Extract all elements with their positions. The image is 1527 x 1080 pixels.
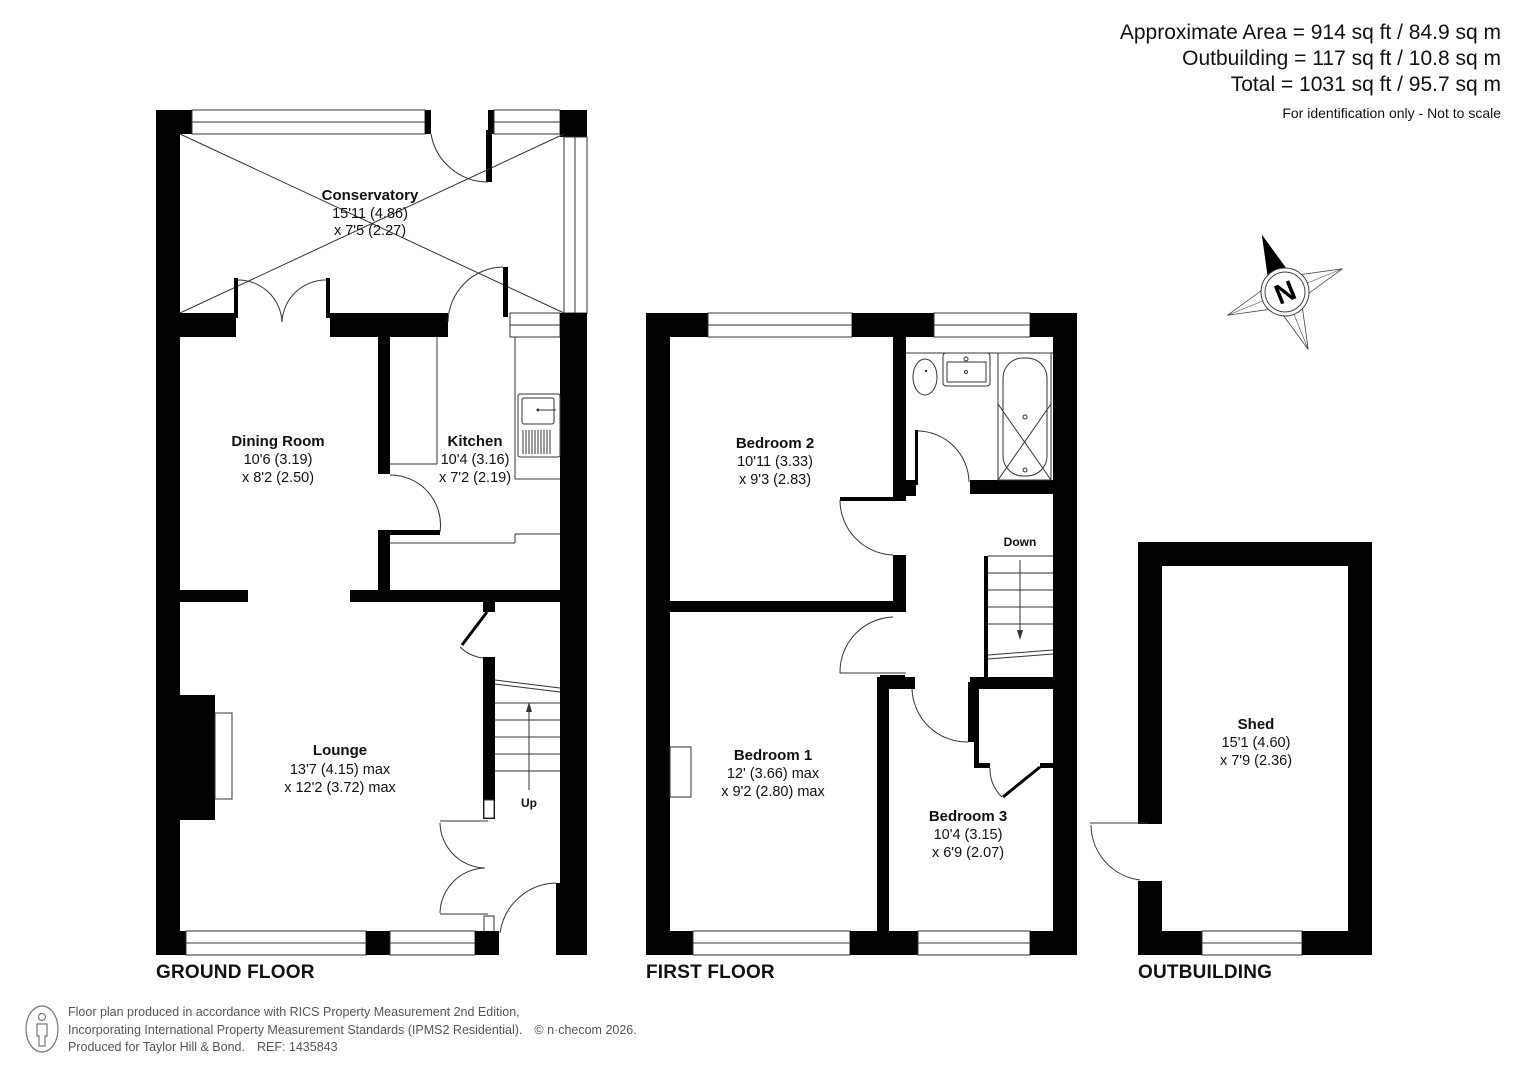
room-dimension: 12' (3.66) max: [727, 766, 820, 782]
room-kitchen: Kitchen 10'4 (3.16) x 7'2 (2.19): [439, 433, 511, 486]
room-name: Shed: [1238, 716, 1275, 733]
outbuilding-plan: Shed 15'1 (4.60) x 7'9 (2.36): [1090, 542, 1372, 956]
kitchen-sink-icon: [517, 393, 561, 458]
room-bedroom-3: Bedroom 3 10'4 (3.15) x 6'9 (2.07): [929, 808, 1007, 861]
first-floor-label: FIRST FLOOR: [646, 962, 775, 983]
room-dimension: 10'4 (3.16): [441, 452, 510, 468]
room-shed: Shed 15'1 (4.60) x 7'9 (2.36): [1220, 716, 1292, 769]
footer-rics-line: Floor plan produced in accordance with R…: [68, 1005, 520, 1019]
footer-produced-for: Produced for Taylor Hill & Bond.: [68, 1040, 245, 1054]
room-name: Bedroom 1: [734, 747, 812, 764]
room-name: Conservatory: [322, 187, 419, 204]
scale-disclaimer: For identification only - Not to scale: [1282, 105, 1501, 121]
ground-floor-label: GROUND FLOOR: [156, 962, 315, 983]
room-name: Kitchen: [447, 433, 502, 450]
total-area: Total = 1031 sq ft / 95.7 sq m: [1230, 73, 1501, 96]
bath-icon: [997, 352, 1052, 481]
room-dimension: x 8'2 (2.50): [242, 470, 314, 486]
room-dining-room: Dining Room 10'6 (3.19) x 8'2 (2.50): [231, 433, 324, 486]
room-bedroom-2: Bedroom 2 10'11 (3.33) x 9'3 (2.83): [736, 435, 814, 488]
room-dimension: 13'7 (4.15) max: [290, 762, 391, 778]
ground-floor-plan: Up Conservatory 15'11 (4.86) x 7'5 (2.27…: [156, 109, 588, 956]
basin-icon: [942, 352, 991, 387]
room-dimension: 10'11 (3.33): [737, 454, 813, 470]
room-dimension: x 12'2 (3.72) max: [284, 780, 396, 796]
toilet-icon: [912, 358, 938, 396]
footer-reference: REF: 1435843: [256, 1040, 338, 1054]
stairs-up-icon: [494, 679, 561, 790]
first-floor-plan: Down Bedroom 2 10'11 (3.33) x 9'3 (2.83)…: [646, 312, 1077, 956]
room-dimension: x 9'2 (2.80) max: [721, 784, 825, 800]
outbuilding-area: Outbuilding = 117 sq ft / 10.8 sq m: [1182, 47, 1501, 70]
footer-ipms-line: Incorporating International Property Mea…: [68, 1022, 523, 1037]
footer-copyright: © n·checom 2026.: [534, 1022, 637, 1037]
stairs-down-icon: [984, 555, 1054, 678]
room-name: Bedroom 2: [736, 435, 814, 452]
room-dimension: 15'11 (4.86): [332, 206, 408, 222]
room-dimension: 10'4 (3.15): [934, 827, 1003, 843]
stairs-down-label: Down: [1004, 535, 1037, 549]
room-bedroom-1: Bedroom 1 12' (3.66) max x 9'2 (2.80) ma…: [721, 747, 825, 800]
area-summary: Approximate Area = 914 sq ft / 84.9 sq m…: [1120, 20, 1501, 124]
room-dimension: x 7'9 (2.36): [1220, 753, 1292, 769]
room-name: Dining Room: [231, 433, 324, 450]
room-name: Bedroom 3: [929, 808, 1007, 825]
footer: Floor plan produced in accordance with R…: [24, 1004, 637, 1057]
room-lounge: Lounge 13'7 (4.15) max x 12'2 (3.72) max: [284, 742, 396, 796]
room-dimension: x 7'5 (2.27): [334, 223, 406, 239]
room-dimension: x 9'3 (2.83): [739, 472, 811, 488]
ipms-person-icon: [25, 1005, 59, 1053]
room-dimension: 10'6 (3.19): [244, 452, 313, 468]
room-name: Lounge: [313, 742, 367, 759]
approximate-area: Approximate Area = 914 sq ft / 84.9 sq m: [1119, 21, 1501, 44]
room-dimension: x 6'9 (2.07): [932, 845, 1004, 861]
outbuilding-label: OUTBUILDING: [1138, 962, 1273, 983]
room-conservatory: Conservatory 15'11 (4.86) x 7'5 (2.27): [322, 187, 419, 239]
stairs-up-label: Up: [521, 796, 537, 810]
room-dimension: 15'1 (4.60): [1222, 735, 1291, 751]
compass-north-icon: N: [1227, 234, 1343, 350]
room-dimension: x 7'2 (2.19): [439, 470, 511, 486]
